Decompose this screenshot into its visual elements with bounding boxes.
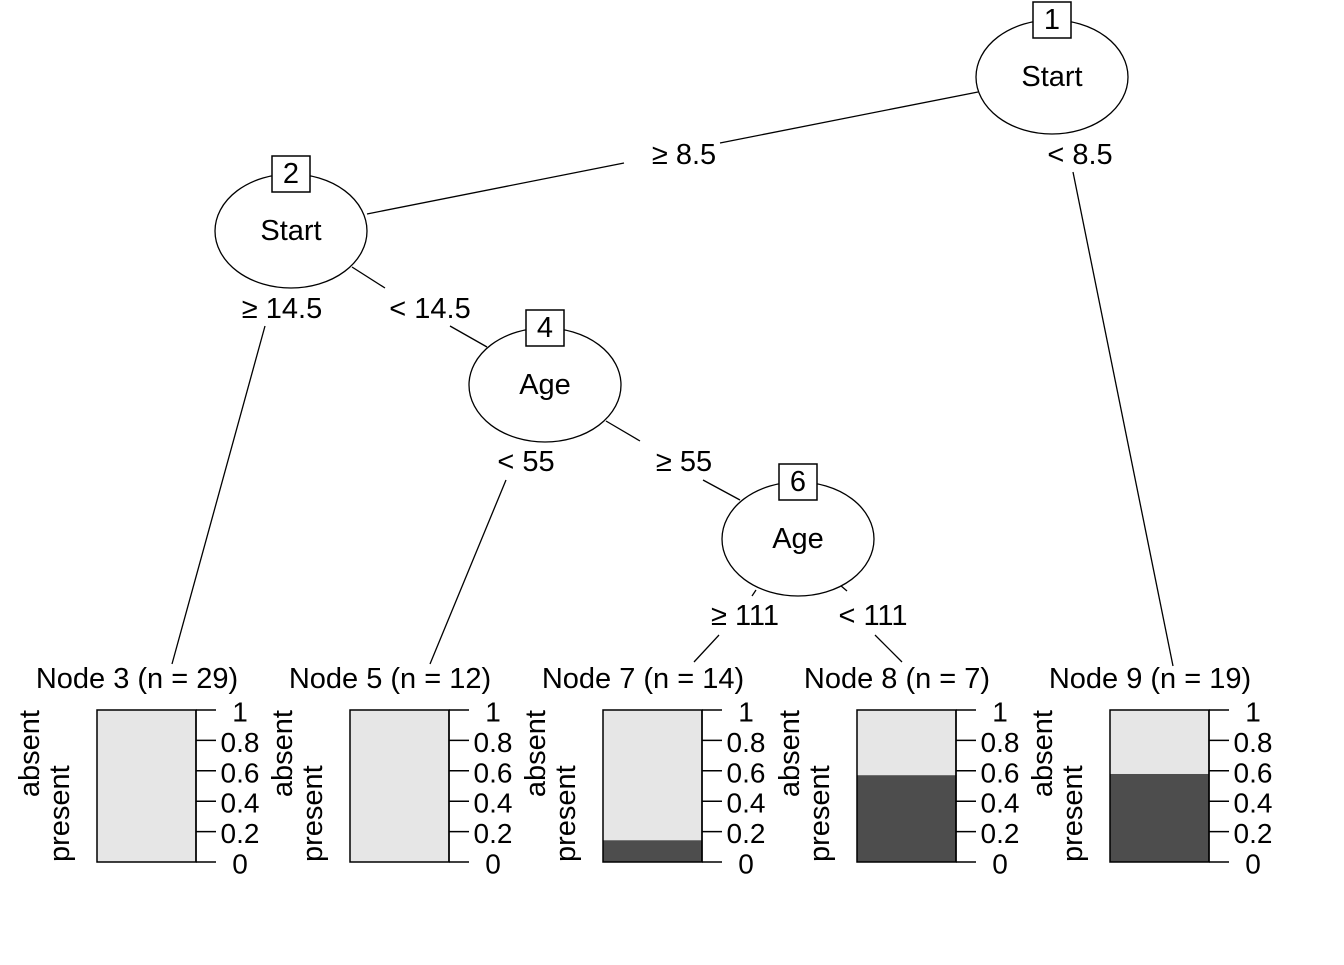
edge-line [429, 479, 507, 665]
y-tick-label: 0.6 [1234, 757, 1273, 788]
bar-present [603, 840, 702, 862]
node-id-label: 1 [1044, 4, 1060, 36]
split-variable-label: Start [260, 215, 321, 247]
terminal-node-title: Node 7 (n = 14) [542, 663, 744, 695]
edge-label: ≥ 8.5 [652, 139, 716, 171]
split-variable-label: Start [1021, 61, 1082, 93]
edge-line [351, 266, 386, 289]
edge-line [366, 162, 625, 215]
class-label-absent: absent [14, 710, 46, 797]
y-tick-label: 0.4 [474, 788, 513, 819]
class-label-present: present [550, 765, 582, 862]
class-label-absent: absent [267, 710, 299, 797]
bar-absent [603, 710, 702, 841]
edge-label: < 8.5 [1047, 139, 1112, 171]
y-tick-label: 0 [992, 849, 1008, 880]
edge-label: ≥ 55 [656, 446, 712, 478]
y-tick-label: 1 [738, 697, 754, 728]
y-tick-label: 0 [232, 849, 248, 880]
node-id-label: 2 [283, 158, 299, 190]
node-id-label: 4 [537, 312, 553, 344]
class-label-present: present [44, 765, 76, 862]
edge-line [702, 479, 741, 501]
y-tick-label: 0.2 [474, 818, 513, 849]
y-tick-label: 1 [232, 697, 248, 728]
y-tick-label: 0.6 [474, 757, 513, 788]
edge-line [605, 420, 641, 442]
edge-line [171, 325, 266, 665]
terminal-node-title: Node 8 (n = 7) [804, 663, 990, 695]
node-id-label: 6 [790, 466, 806, 498]
node-id-box [271, 155, 311, 193]
class-label-present: present [297, 765, 329, 862]
edge-line [693, 634, 720, 663]
y-tick-label: 0 [485, 849, 501, 880]
split-variable-label: Age [772, 523, 824, 555]
class-label-present: present [1057, 765, 1089, 862]
terminal-node-title: Node 3 (n = 29) [36, 663, 238, 695]
y-tick-label: 0.8 [474, 727, 513, 758]
edge-line [719, 91, 979, 144]
y-tick-label: 0 [1245, 849, 1261, 880]
bar-absent [97, 710, 196, 862]
edge-line [449, 325, 488, 348]
y-tick-label: 0.4 [981, 788, 1020, 819]
bar-absent [857, 710, 956, 776]
y-tick-label: 0.2 [981, 818, 1020, 849]
y-tick-label: 1 [485, 697, 501, 728]
edge-line [751, 589, 757, 597]
edge-label: < 111 [838, 600, 907, 632]
y-tick-label: 0.2 [727, 818, 766, 849]
y-tick-label: 0.6 [221, 757, 260, 788]
y-tick-label: 0.8 [221, 727, 260, 758]
class-label-absent: absent [774, 710, 806, 797]
y-tick-label: 0.6 [727, 757, 766, 788]
bar-absent [1110, 710, 1209, 774]
node-id-box [778, 463, 818, 501]
bar-present [857, 775, 956, 862]
y-tick-label: 1 [992, 697, 1008, 728]
y-tick-label: 0.2 [1234, 818, 1273, 849]
node-id-box [1032, 1, 1072, 39]
bar-absent [350, 710, 449, 862]
y-tick-label: 0.8 [727, 727, 766, 758]
y-tick-label: 0.4 [1234, 788, 1273, 819]
class-label-present: present [804, 765, 836, 862]
y-tick-label: 0.2 [221, 818, 260, 849]
edge-label: < 14.5 [389, 293, 470, 325]
terminal-node-title: Node 5 (n = 12) [289, 663, 491, 695]
y-tick-label: 0.8 [1234, 727, 1273, 758]
split-variable-label: Age [519, 369, 571, 401]
bar-present [1110, 773, 1209, 862]
class-label-absent: absent [520, 710, 552, 797]
edge-line [1072, 171, 1174, 667]
terminal-node-title: Node 9 (n = 19) [1049, 663, 1251, 695]
node-id-box [525, 309, 565, 347]
y-tick-label: 0.8 [981, 727, 1020, 758]
y-tick-label: 0.6 [981, 757, 1020, 788]
edge-label: < 55 [497, 446, 554, 478]
edge-label: ≥ 14.5 [242, 293, 322, 325]
y-tick-label: 0 [738, 849, 754, 880]
class-label-absent: absent [1027, 710, 1059, 797]
edge-label: ≥ 111 [711, 600, 779, 632]
y-tick-label: 1 [1245, 697, 1261, 728]
y-tick-label: 0.4 [727, 788, 766, 819]
edge-line [874, 634, 903, 663]
y-tick-label: 0.4 [221, 788, 260, 819]
